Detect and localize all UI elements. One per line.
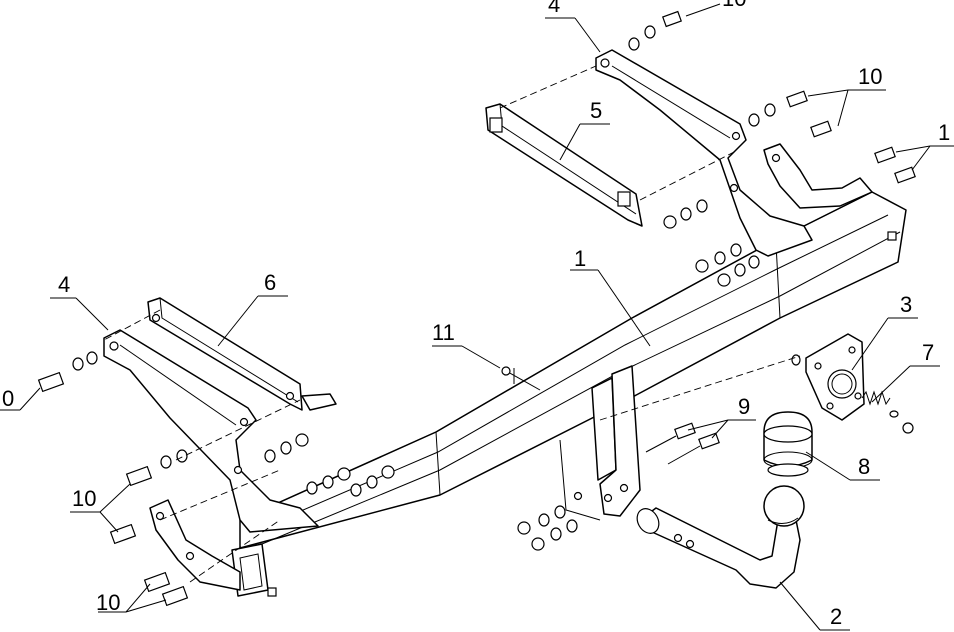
label-bolt-top: 10 <box>722 0 746 11</box>
label-side-bracket-right: 4 <box>548 0 560 17</box>
socket-plate <box>805 333 865 421</box>
label-spring-part: 7 <box>922 340 934 365</box>
label-bolt-set-center: 9 <box>738 394 750 419</box>
leader-lines <box>0 3 954 631</box>
crossbar <box>231 191 907 597</box>
label-bolt-right-upper: 10 <box>858 64 882 89</box>
side-bracket-right <box>595 49 873 257</box>
label-ball-neck: 2 <box>830 604 842 629</box>
label-crossbar: 1 <box>574 246 586 271</box>
label-ball-cap: 8 <box>858 454 870 479</box>
label-bolt-left-mid: 10 <box>72 486 96 511</box>
reinforcement-plate-right <box>485 103 643 227</box>
center-bracket <box>559 365 641 521</box>
ball-neck <box>636 485 805 589</box>
label-pin: 11 <box>432 320 455 345</box>
pin <box>501 366 541 391</box>
label-reinforcement-plate-left: 6 <box>264 270 276 295</box>
label-side-bracket-left: 4 <box>58 272 70 297</box>
label-bolt-left-edge: 0 <box>2 386 14 411</box>
label-socket-plate: 3 <box>900 292 912 317</box>
spring-part <box>861 390 914 434</box>
ball-cap <box>763 411 813 477</box>
label-bolt-left-bottom: 10 <box>96 590 120 615</box>
hardware <box>37 10 916 607</box>
assembly-lines <box>103 65 801 583</box>
label-reinforcement-plate-right: 5 <box>590 98 602 123</box>
reinforcement-plate-left <box>147 297 337 411</box>
side-bracket-left <box>103 329 319 591</box>
label-bolt-right-edge: 1 <box>938 120 950 145</box>
